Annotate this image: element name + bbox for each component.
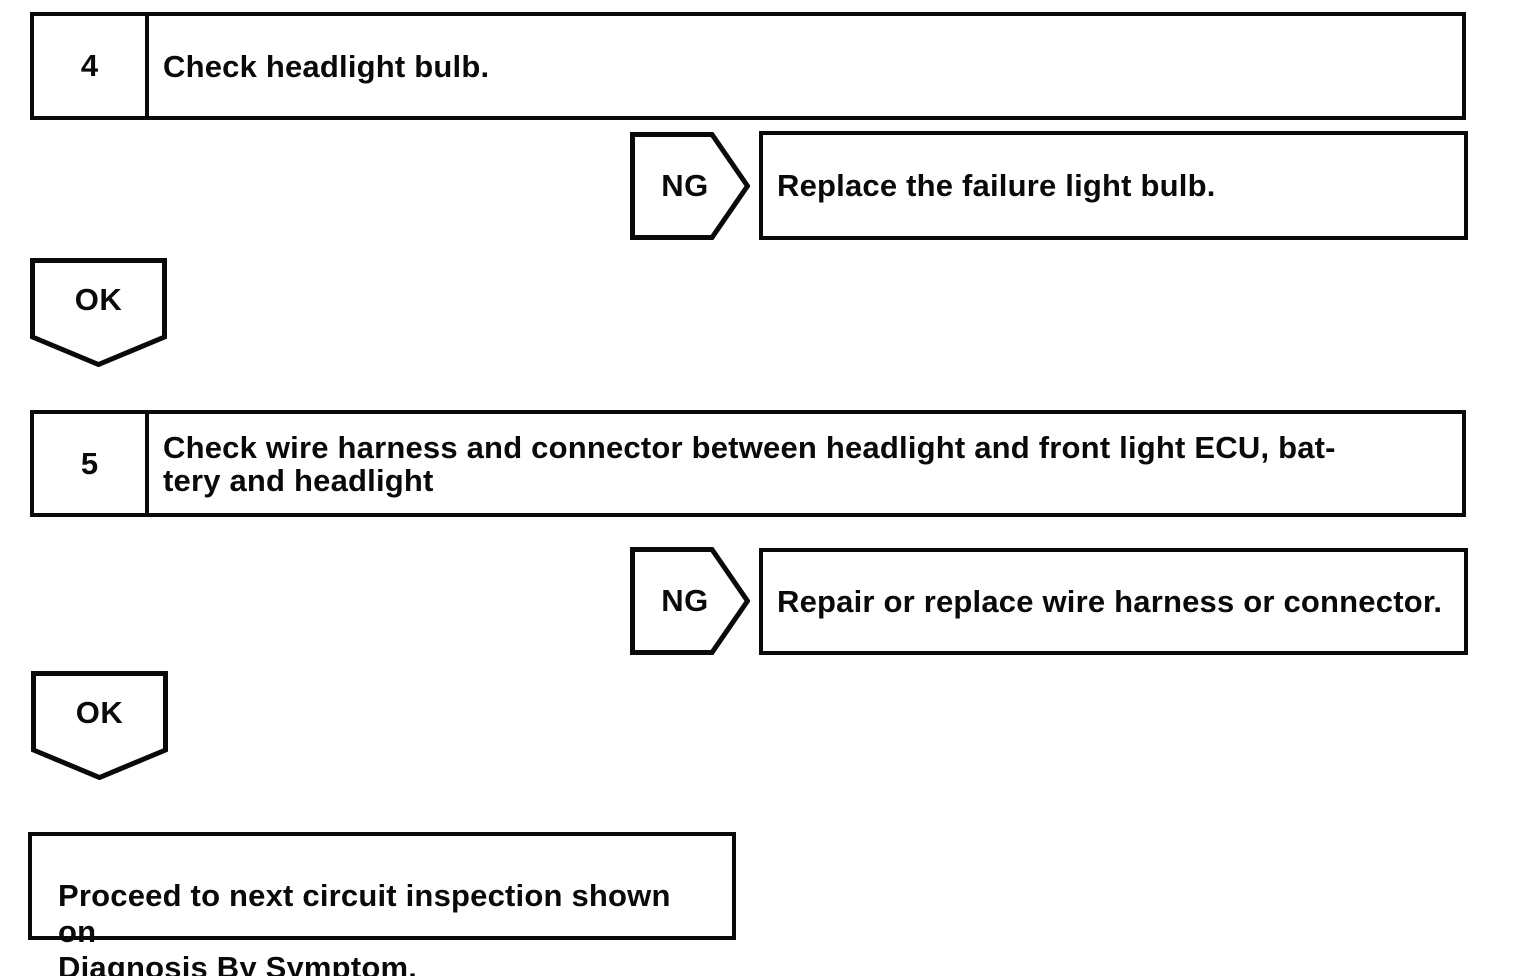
ng-action-text: Repair or replace wire harness or connec… (777, 583, 1443, 619)
step-4-title: Check headlight bulb. (163, 48, 490, 84)
ng-label: NG (661, 168, 709, 203)
step-5-number: 5 (34, 414, 149, 513)
terminal-instruction-box: Proceed to next circuit inspection shown… (28, 832, 736, 976)
step-4-box: 4 Check headlight bulb. (30, 12, 1466, 120)
ng-action-box-1: Replace the failure light bulb. (759, 131, 1468, 240)
step-5-title: Check wire harness and connector between… (163, 429, 1336, 498)
ok-arrow-shape-icon (31, 671, 168, 780)
ok-label: OK (74, 282, 123, 317)
ng-pentagon-2: NG (630, 547, 750, 655)
ng-label: NG (661, 583, 709, 618)
step-4-number: 4 (34, 16, 149, 116)
step-5-box: 5 Check wire harness and connector betwe… (30, 410, 1466, 517)
ok-arrow-shape-icon (30, 258, 167, 367)
ng-arrow-shape-icon (630, 132, 750, 240)
ng-action-box-2: Repair or replace wire harness or connec… (759, 548, 1468, 655)
ok-pentagon-2: OK (31, 671, 168, 780)
ng-arrow-shape-icon (630, 547, 750, 655)
ok-pentagon-1: OK (30, 258, 167, 367)
ng-pentagon-1: NG (630, 132, 750, 240)
terminal-instruction-text: Proceed to next circuit inspection shown… (58, 878, 671, 976)
ok-label: OK (75, 695, 124, 730)
ng-action-text: Replace the failure light bulb. (777, 167, 1216, 203)
